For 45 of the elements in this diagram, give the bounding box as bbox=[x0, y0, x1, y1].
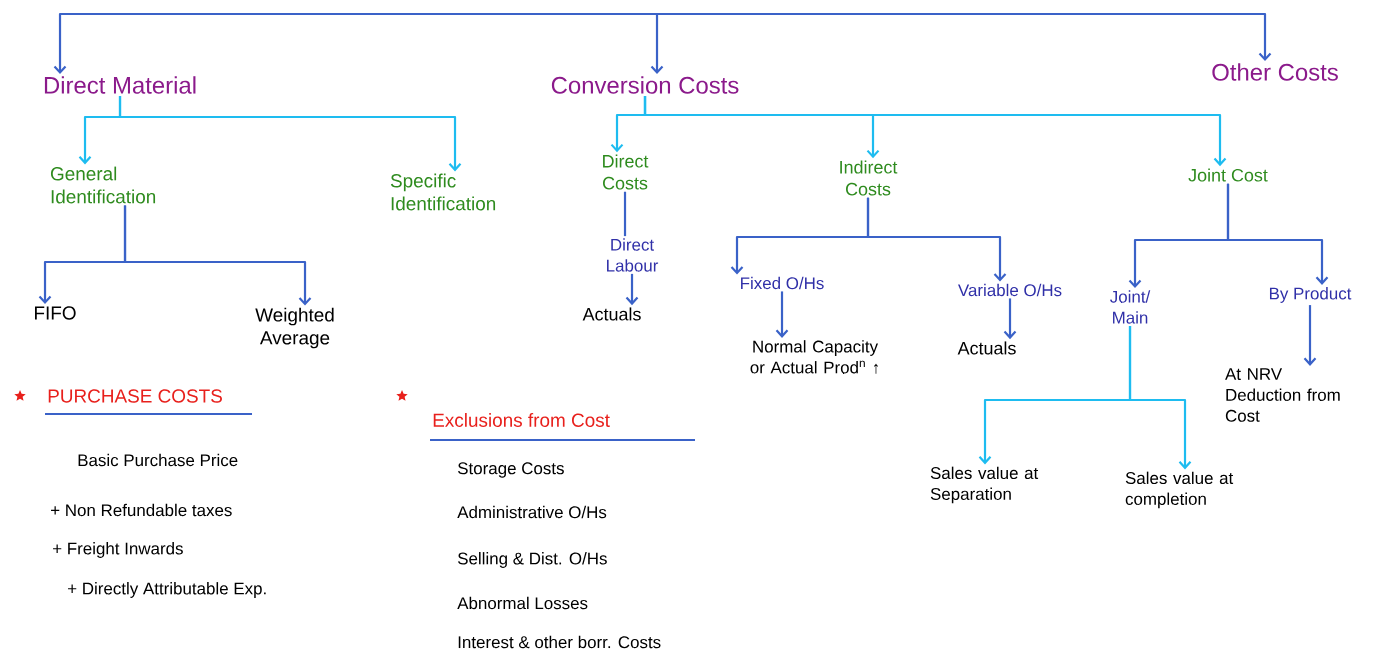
node-label: Sales value at Separation bbox=[930, 466, 1039, 504]
arrow bbox=[657, 12, 1272, 61]
section-heading: PURCHASE COSTS bbox=[48, 389, 222, 403]
node-label: Specific Identification bbox=[390, 173, 496, 211]
node-label: Indirect Costs bbox=[840, 160, 898, 196]
node-label: Joint/ Main bbox=[1110, 290, 1151, 324]
section-heading: Exclusions from Cost bbox=[433, 413, 610, 427]
node-label: Variable O/Hs bbox=[958, 283, 1062, 297]
node-label: Direct Material bbox=[44, 76, 196, 94]
node-label: Sales value at completion bbox=[1125, 471, 1234, 509]
cost-item: + Directly Attributable Exp. bbox=[68, 582, 266, 598]
arrow bbox=[118, 96, 462, 172]
cost-item: Administrative O/Hs bbox=[457, 505, 607, 519]
arrow bbox=[53, 12, 657, 74]
cost-item: Selling & Dist. O/Hs bbox=[458, 552, 607, 568]
node-label: By Product bbox=[1270, 287, 1352, 303]
cost-item: Basic Purchase Price bbox=[78, 453, 238, 467]
node-label: At NRV Deduction from Cost bbox=[1225, 368, 1340, 422]
node-label: Conversion Costs bbox=[551, 76, 739, 94]
arrow bbox=[775, 291, 789, 338]
arrow bbox=[1003, 298, 1017, 340]
cost-item: + Freight Inwards bbox=[53, 542, 183, 558]
node-label: Direct Costs bbox=[603, 154, 649, 190]
arrow bbox=[1303, 305, 1317, 366]
node-label: Direct Labour bbox=[607, 238, 659, 272]
node-label: FIFO bbox=[35, 306, 76, 320]
node-label: Other Costs bbox=[1212, 63, 1338, 81]
cost-item: + Non Refundable taxes bbox=[51, 503, 232, 517]
arrow bbox=[650, 14, 664, 74]
node-label: General Identification bbox=[50, 166, 156, 204]
cost-item: Storage Costs bbox=[458, 462, 564, 478]
arrow bbox=[123, 205, 312, 306]
node-label: Normal Capacity or Actual Prod$^{n}$ ↑ bbox=[750, 340, 878, 374]
node-label: Actuals bbox=[582, 307, 641, 321]
cost-item: Abnormal Losses bbox=[457, 596, 588, 610]
node-label: Fixed O/Hs bbox=[741, 276, 824, 290]
arrow bbox=[643, 96, 1227, 167]
cost-item: Interest & other borr. Costs bbox=[458, 635, 661, 649]
arrow bbox=[866, 197, 1007, 282]
node-label: Actuals bbox=[957, 341, 1016, 355]
arrow bbox=[1128, 325, 1192, 470]
node-label: Weighted Average bbox=[255, 307, 334, 349]
arrow bbox=[1226, 183, 1329, 285]
arrow bbox=[625, 273, 639, 306]
node-label: Joint Cost bbox=[1188, 168, 1268, 182]
